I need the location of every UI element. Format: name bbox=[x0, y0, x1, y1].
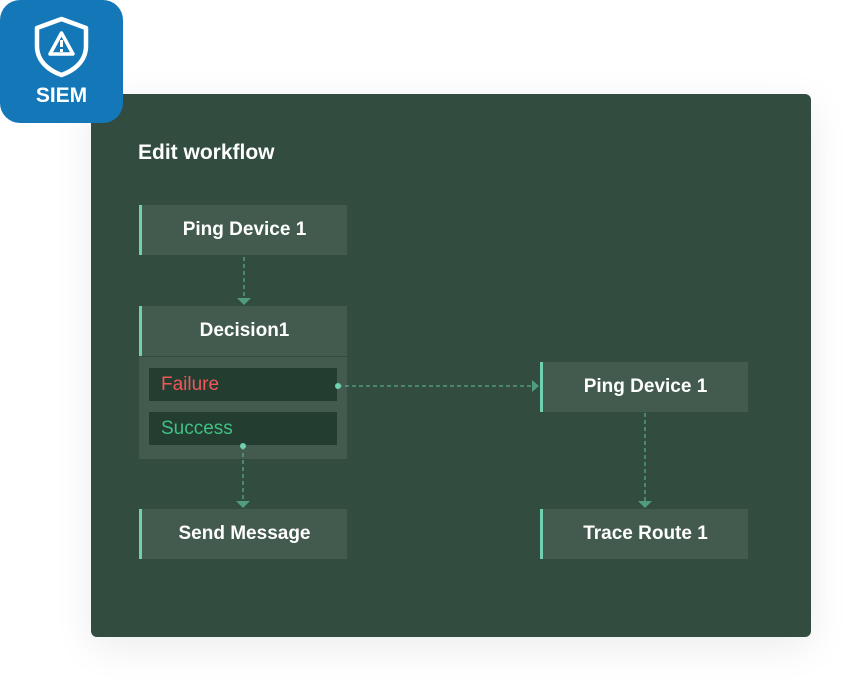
node-ping-device[interactable]: Ping Device 1 bbox=[139, 205, 347, 255]
arrow-icon bbox=[532, 380, 539, 392]
node-decision[interactable]: Decision1 bbox=[139, 306, 347, 356]
port-dot bbox=[335, 383, 341, 389]
arrow-icon bbox=[237, 298, 251, 305]
node-send-message[interactable]: Send Message bbox=[139, 509, 347, 559]
arrow-icon bbox=[236, 501, 250, 508]
node-ping-device-2[interactable]: Ping Device 1 bbox=[540, 362, 748, 412]
node-trace-route[interactable]: Trace Route 1 bbox=[540, 509, 748, 559]
badge-label: SIEM bbox=[35, 84, 88, 107]
arrow-icon bbox=[638, 501, 652, 508]
shield-warning-icon bbox=[34, 16, 89, 78]
port-dot bbox=[240, 443, 246, 449]
decision-branches: Failure Success bbox=[139, 357, 347, 459]
siem-badge: SIEM bbox=[0, 0, 123, 123]
page-title: Edit workflow bbox=[138, 141, 275, 164]
branch-success[interactable]: Success bbox=[149, 412, 337, 445]
branch-failure[interactable]: Failure bbox=[149, 368, 337, 401]
